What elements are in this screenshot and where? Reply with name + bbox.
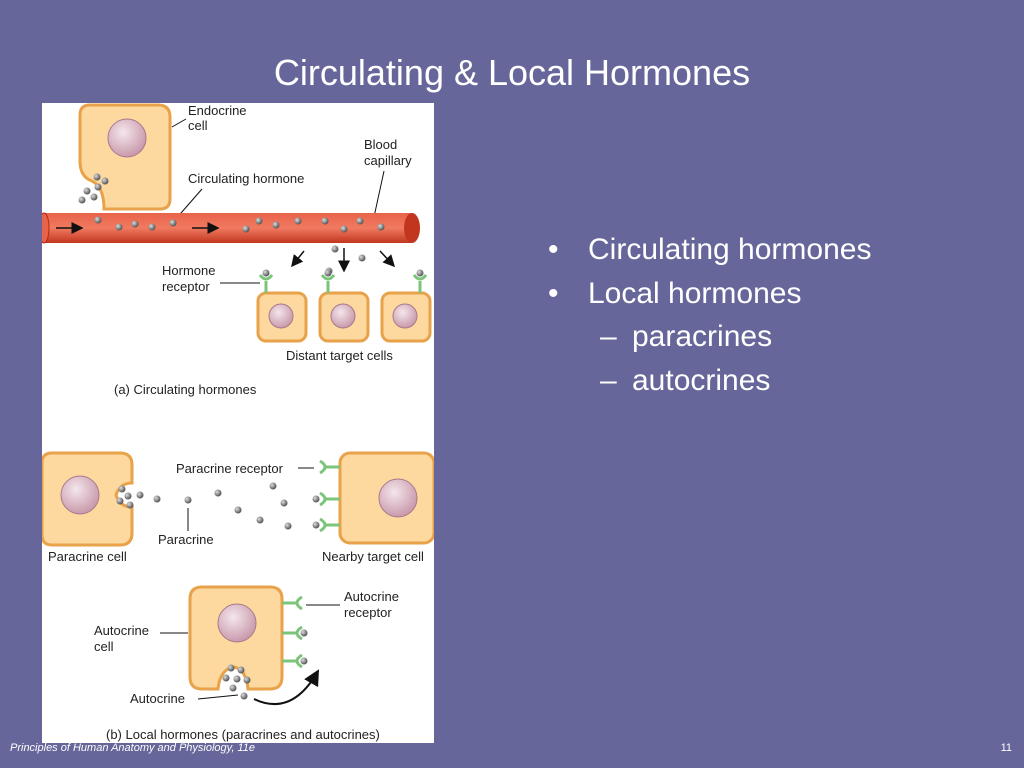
target-cell-3 [380, 269, 432, 343]
footer-text: Principles of Human Anatomy and Physiolo… [10, 742, 255, 754]
label-circulating-hormone: Circulating hormone [188, 171, 304, 186]
distant-target-cells [256, 269, 432, 343]
label-blood-capillary-1: Blood [364, 137, 397, 152]
target-cell-1 [256, 269, 308, 343]
bullet-local-hormones: • Local hormones [548, 272, 988, 316]
label-paracrine-receptor: Paracrine receptor [176, 461, 284, 476]
subbullet-paracrines: – paracrines [548, 315, 988, 359]
bullet-text: Local hormones [588, 276, 802, 310]
subbullet-dash: – [600, 363, 617, 397]
diagram-svg: Endocrine cell Blood capillary Circulati… [42, 103, 434, 742]
slide-title: Circulating & Local Hormones [273, 52, 751, 93]
subbullet-text: paracrines [632, 320, 773, 353]
label-hormone-receptor-1: Hormone [162, 263, 215, 278]
bullet-list: • Circulating hormones • Local hormones … [548, 228, 988, 402]
subbullet-text: autocrines [632, 363, 771, 397]
target-cell-2 [318, 269, 370, 343]
page-number: 11 [1000, 742, 1012, 754]
label-blood-capillary-2: capillary [364, 153, 412, 168]
bullet-dot: • [548, 276, 559, 310]
label-hormone-receptor-2: receptor [162, 279, 210, 294]
label-endocrine-cell-1: Endocrine [188, 103, 247, 118]
label-autocrine-receptor-2: receptor [344, 605, 392, 620]
caption-b: (b) Local hormones (paracrines and autoc… [106, 727, 380, 742]
label-autocrine-receptor-1: Autocrine [344, 589, 399, 604]
bullet-circulating-hormones: • Circulating hormones [548, 228, 988, 272]
endocrine-cell [78, 103, 172, 211]
label-nearby-target-cell: Nearby target cell [322, 549, 424, 564]
autocrine-cell [188, 585, 319, 706]
bullet-text: Circulating hormones [588, 233, 872, 266]
caption-a: (a) Circulating hormones [114, 382, 257, 397]
label-paracrine: Paracrine [158, 532, 214, 547]
label-paracrine-cell: Paracrine cell [48, 549, 127, 564]
paracrine-cell [42, 451, 144, 547]
label-endocrine-cell-2: cell [188, 118, 208, 133]
subbullet-autocrines: – autocrines [548, 359, 988, 403]
label-autocrine: Autocrine [130, 691, 185, 706]
bullet-dot: • [548, 233, 559, 266]
nearby-target-cell [312, 451, 434, 545]
blood-capillary [42, 212, 420, 244]
hormone-diagram: Endocrine cell Blood capillary Circulati… [42, 103, 434, 743]
label-autocrine-cell-2: cell [94, 639, 114, 654]
label-autocrine-cell-1: Autocrine [94, 623, 149, 638]
subbullet-dash: – [600, 320, 617, 353]
label-distant-target-cells: Distant target cells [286, 348, 393, 363]
